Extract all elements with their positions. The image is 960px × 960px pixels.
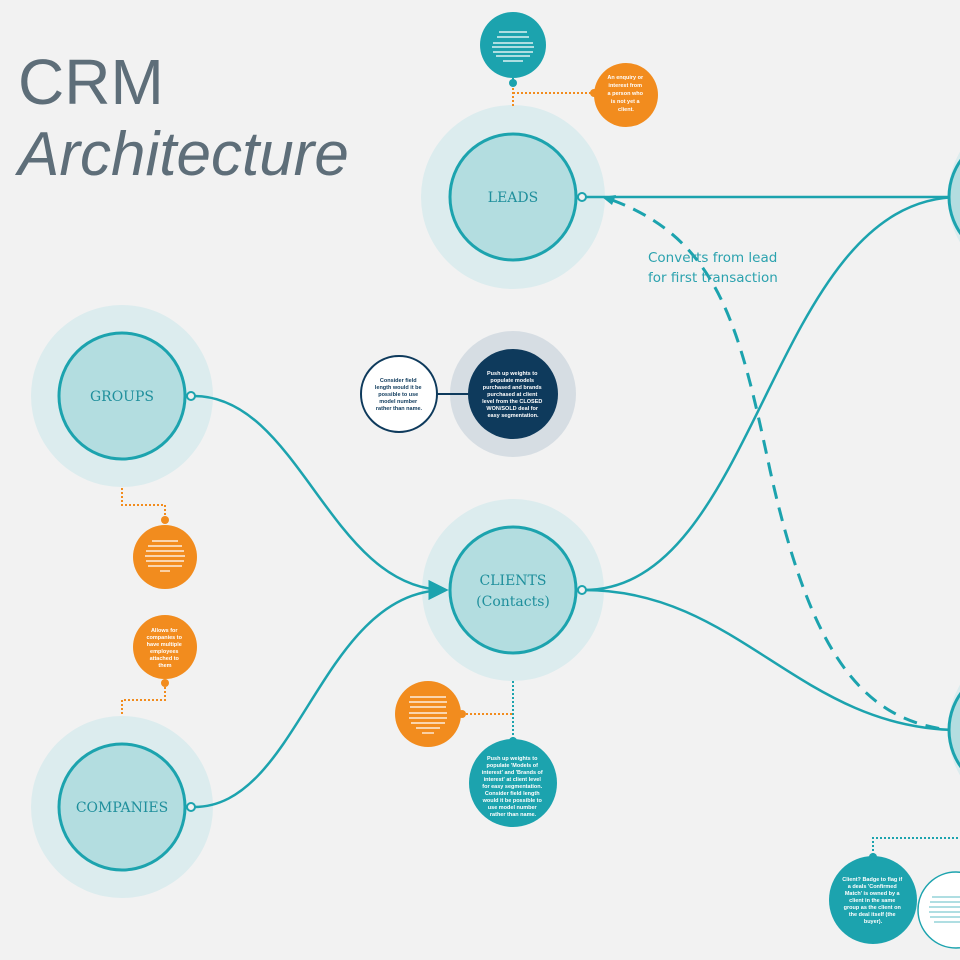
svg-text:Push up weights to popul: Push up weights to populate models purch… — [482, 371, 544, 419]
leads-top-note — [480, 12, 546, 87]
node-groups-label: GROUPS — [90, 389, 154, 405]
lead-conversion-arrow — [602, 195, 616, 205]
leads-definition-text: An enquiry or interest from a person who… — [607, 75, 644, 113]
group-flag-note: Client? Badge to flag if a deals 'Confir… — [829, 853, 917, 944]
leads-callout-line — [512, 84, 594, 108]
svg-text:Consider field length wo: Consider field length would it be possib… — [375, 378, 423, 412]
node-right-bottom[interactable] — [947, 667, 960, 793]
node-companies-label: COMPANIES — [76, 800, 168, 816]
clients-to-right-bottom-connector — [583, 588, 960, 732]
clients-orange-note — [395, 681, 466, 747]
partial-white-note — [917, 871, 960, 949]
leads-definition-note: An enquiry or interest from a person who… — [590, 63, 658, 127]
clients-port-icon — [577, 585, 587, 595]
title-line-1: CRM — [18, 46, 164, 118]
node-groups[interactable]: GROUPS — [57, 331, 187, 461]
groups-port-icon — [186, 391, 196, 401]
node-companies[interactable]: COMPANIES — [57, 742, 187, 872]
groups-to-clients-connector — [193, 394, 449, 600]
groups-note — [133, 516, 197, 589]
field-length-note: Consider field length would it be possib… — [360, 355, 438, 433]
svg-text:Client? Badge to flag if: Client? Badge to flag if a deals 'Confir… — [842, 877, 903, 925]
lead-conversion-dashed-connector — [611, 198, 951, 732]
node-leads-label: LEADS — [488, 190, 538, 206]
node-right-top[interactable] — [947, 134, 960, 260]
group-flag-callout-line — [872, 837, 960, 855]
node-clients-label: CLIENTS — [480, 573, 547, 589]
svg-text:Push up weights to popul: Push up weights to populate 'Models of i… — [482, 756, 545, 818]
clients-to-right-top-connector — [583, 195, 960, 592]
leads-port-icon — [577, 192, 587, 202]
groups-callout-line — [121, 488, 166, 520]
navy-note: Push up weights to populate models purch… — [468, 349, 558, 439]
companies-port-icon — [186, 802, 196, 812]
node-leads[interactable]: LEADS — [448, 132, 578, 262]
svg-text:Allows for companies to: Allows for companies to have multiple em… — [147, 628, 184, 669]
clients-teal-note: Push up weights to populate 'Models of i… — [469, 737, 557, 827]
node-clients-sublabel: (Contacts) — [476, 594, 550, 610]
companies-to-clients-connector — [193, 580, 449, 809]
companies-note: Allows for companies to have multiple em… — [133, 615, 197, 687]
connector-label-line-1: Converts from lead — [648, 250, 777, 266]
title-line-2: Architecture — [18, 120, 349, 189]
companies-callout-line — [121, 683, 166, 716]
node-clients[interactable]: CLIENTS (Contacts) — [448, 525, 578, 655]
connector-label-line-2: for first transaction — [648, 270, 778, 286]
